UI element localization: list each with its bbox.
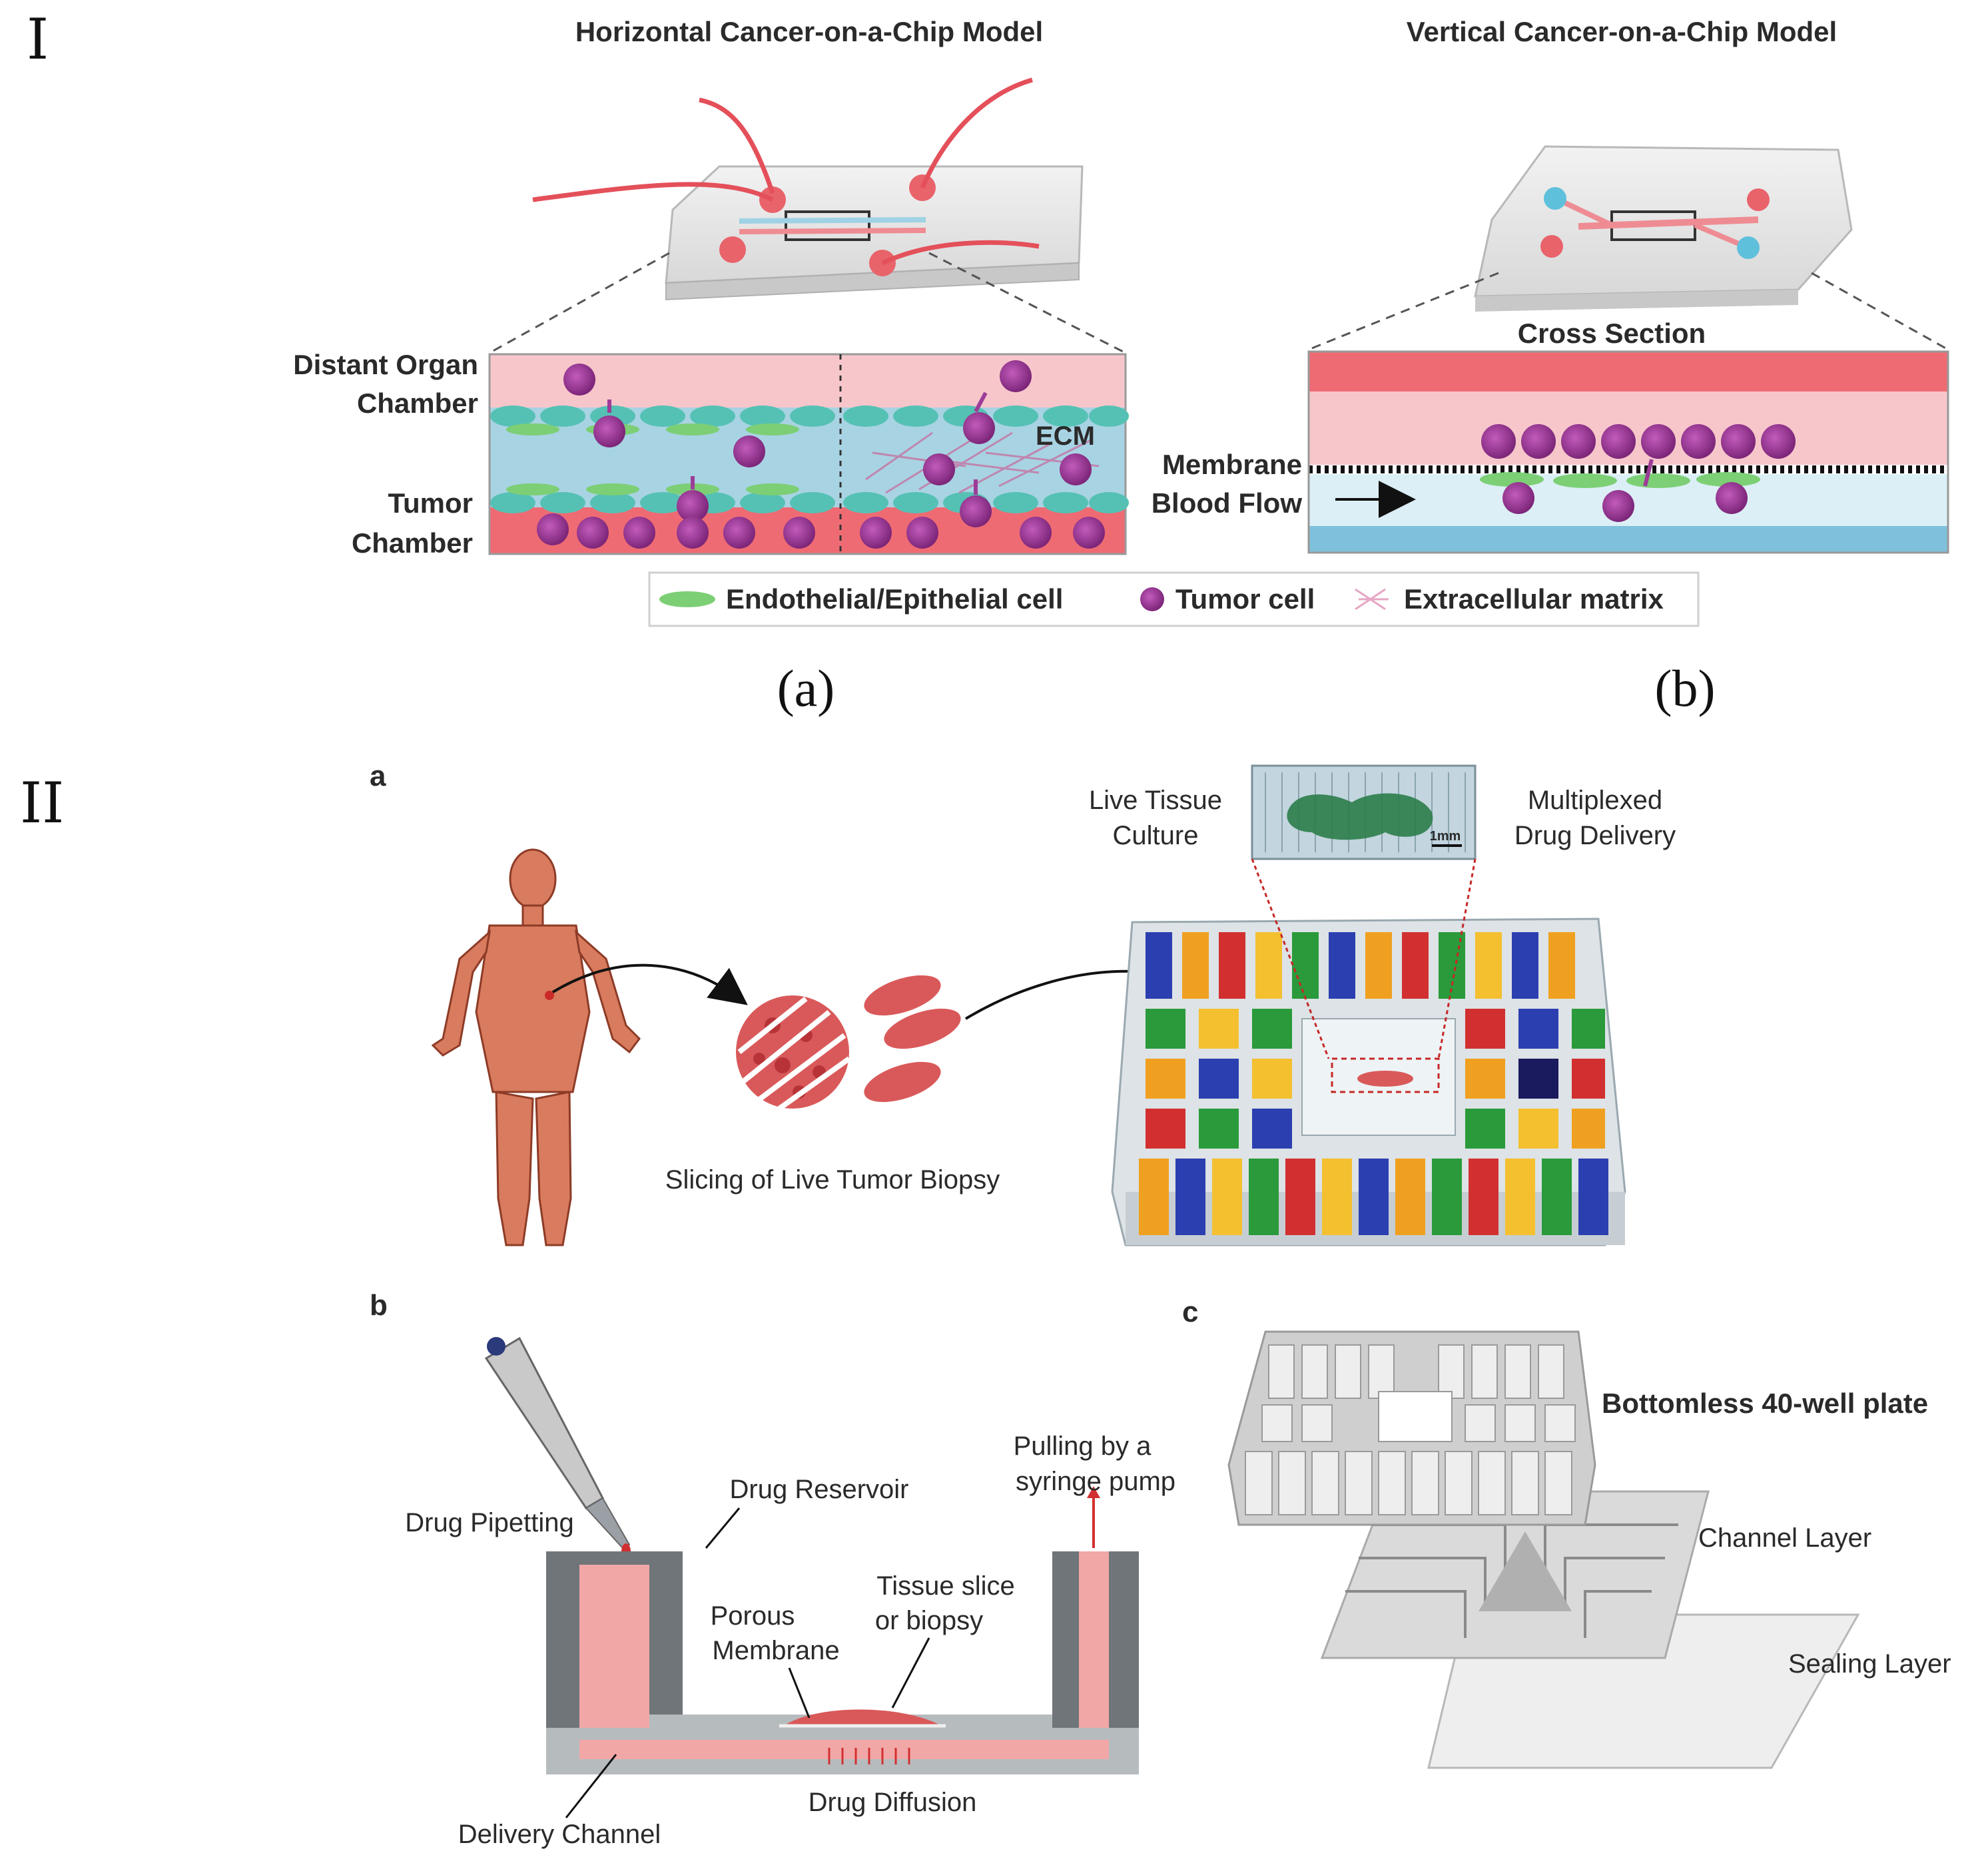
colored-well-plate (1111, 918, 1626, 1246)
vertical-chip-illustration (1474, 145, 1853, 312)
endothelial-swatch (659, 591, 715, 607)
sealing-layer-label: Sealing Layer (1788, 1649, 1951, 1679)
membrane-label: Membrane (1162, 449, 1302, 480)
distant-organ-label-2: Chamber (357, 388, 478, 419)
panel-II-b: b (370, 1289, 1175, 1849)
pipette-icon (484, 1336, 631, 1559)
horizontal-cross-section: ECM (488, 353, 1129, 556)
tumor-chamber-label-1: Tumor (388, 487, 473, 519)
distant-organ-label-1: Distant Organ (293, 349, 478, 380)
tissue-label-1: Tissue slice (876, 1571, 1014, 1601)
scale-bar-label: 1mm (1430, 829, 1461, 844)
channel-layer-label: Channel Layer (1698, 1523, 1871, 1553)
live-tissue-label-1: Live Tissue (1089, 786, 1222, 815)
horizontal-chip-illustration (532, 77, 1084, 301)
porous-label-1: Porous (711, 1601, 795, 1631)
pulling-label-1: Pulling by a (1014, 1432, 1152, 1461)
panel-I-legend: Endothelial/Epithelial cell Tumor cell E… (648, 571, 1700, 627)
pulling-label-2: syringe pump (1016, 1467, 1175, 1496)
tissue-label-2: or biopsy (875, 1606, 983, 1635)
tumor-cell-swatch (1140, 587, 1164, 611)
legend-tumor: Tumor cell (1175, 583, 1315, 615)
legend-ecm: Extracellular matrix (1404, 583, 1664, 615)
multiplexed-label-2: Drug Delivery (1514, 821, 1676, 850)
blood-flow-label: Blood Flow (1152, 487, 1303, 519)
caption-b: (b) (1655, 659, 1716, 717)
multiplexed-label-1: Multiplexed (1528, 786, 1662, 815)
caption-a: (a) (777, 659, 835, 717)
ecm-label: ECM (1036, 421, 1095, 451)
cross-section-label: Cross Section (1518, 318, 1706, 349)
slicing-label: Slicing of Live Tumor Biopsy (665, 1165, 1000, 1195)
horizontal-title: Horizontal Cancer-on-a-Chip Model (575, 16, 1043, 47)
panel-I: I Horizontal Cancer-on-a-Chip Model (27, 7, 1949, 717)
live-tissue-label-2: Culture (1113, 821, 1199, 850)
human-anatomy-figure (431, 848, 641, 1246)
panel-I-numeral: I (27, 7, 49, 72)
bottomless-plate-label: Bottomless 40-well plate (1602, 1388, 1928, 1419)
panel-II-b-letter: b (370, 1289, 388, 1322)
horizontal-chip-section: Horizontal Cancer-on-a-Chip Model (293, 16, 1129, 717)
panel-II-c-letter: c (1182, 1296, 1198, 1328)
live-tissue-inset: 1mm (1251, 764, 1477, 860)
drug-reservoir-label: Drug Reservoir (730, 1475, 909, 1504)
panel-II-a-letter: a (370, 760, 386, 792)
tumor-chamber-label-2: Chamber (352, 527, 473, 559)
vertical-cross-section (1307, 350, 1949, 554)
panel-II: II a (20, 760, 1951, 1849)
panel-II-a: a (370, 760, 1676, 1246)
delivery-channel-label: Delivery Channel (458, 1820, 661, 1849)
porous-label-2: Membrane (712, 1636, 839, 1665)
panel-II-numeral: II (20, 770, 64, 836)
drug-pipetting-label: Drug Pipetting (405, 1508, 573, 1537)
ecm-swatch (1355, 588, 1389, 611)
drug-diffusion-label: Drug Diffusion (809, 1788, 977, 1817)
channel-layer-illustration (1320, 1490, 1710, 1659)
vertical-chip-section: Vertical Cancer-on-a-Chip Model Cross Se… (1152, 16, 1949, 717)
vertical-title: Vertical Cancer-on-a-Chip Model (1407, 16, 1837, 47)
legend-endothelial: Endothelial/Epithelial cell (726, 583, 1063, 615)
tumor-biopsy-sphere (736, 975, 961, 1111)
panel-II-c: c (1182, 1296, 1951, 1769)
device-cross-section (546, 1486, 1139, 1774)
well-plate-layer-illustration (1227, 1330, 1596, 1526)
